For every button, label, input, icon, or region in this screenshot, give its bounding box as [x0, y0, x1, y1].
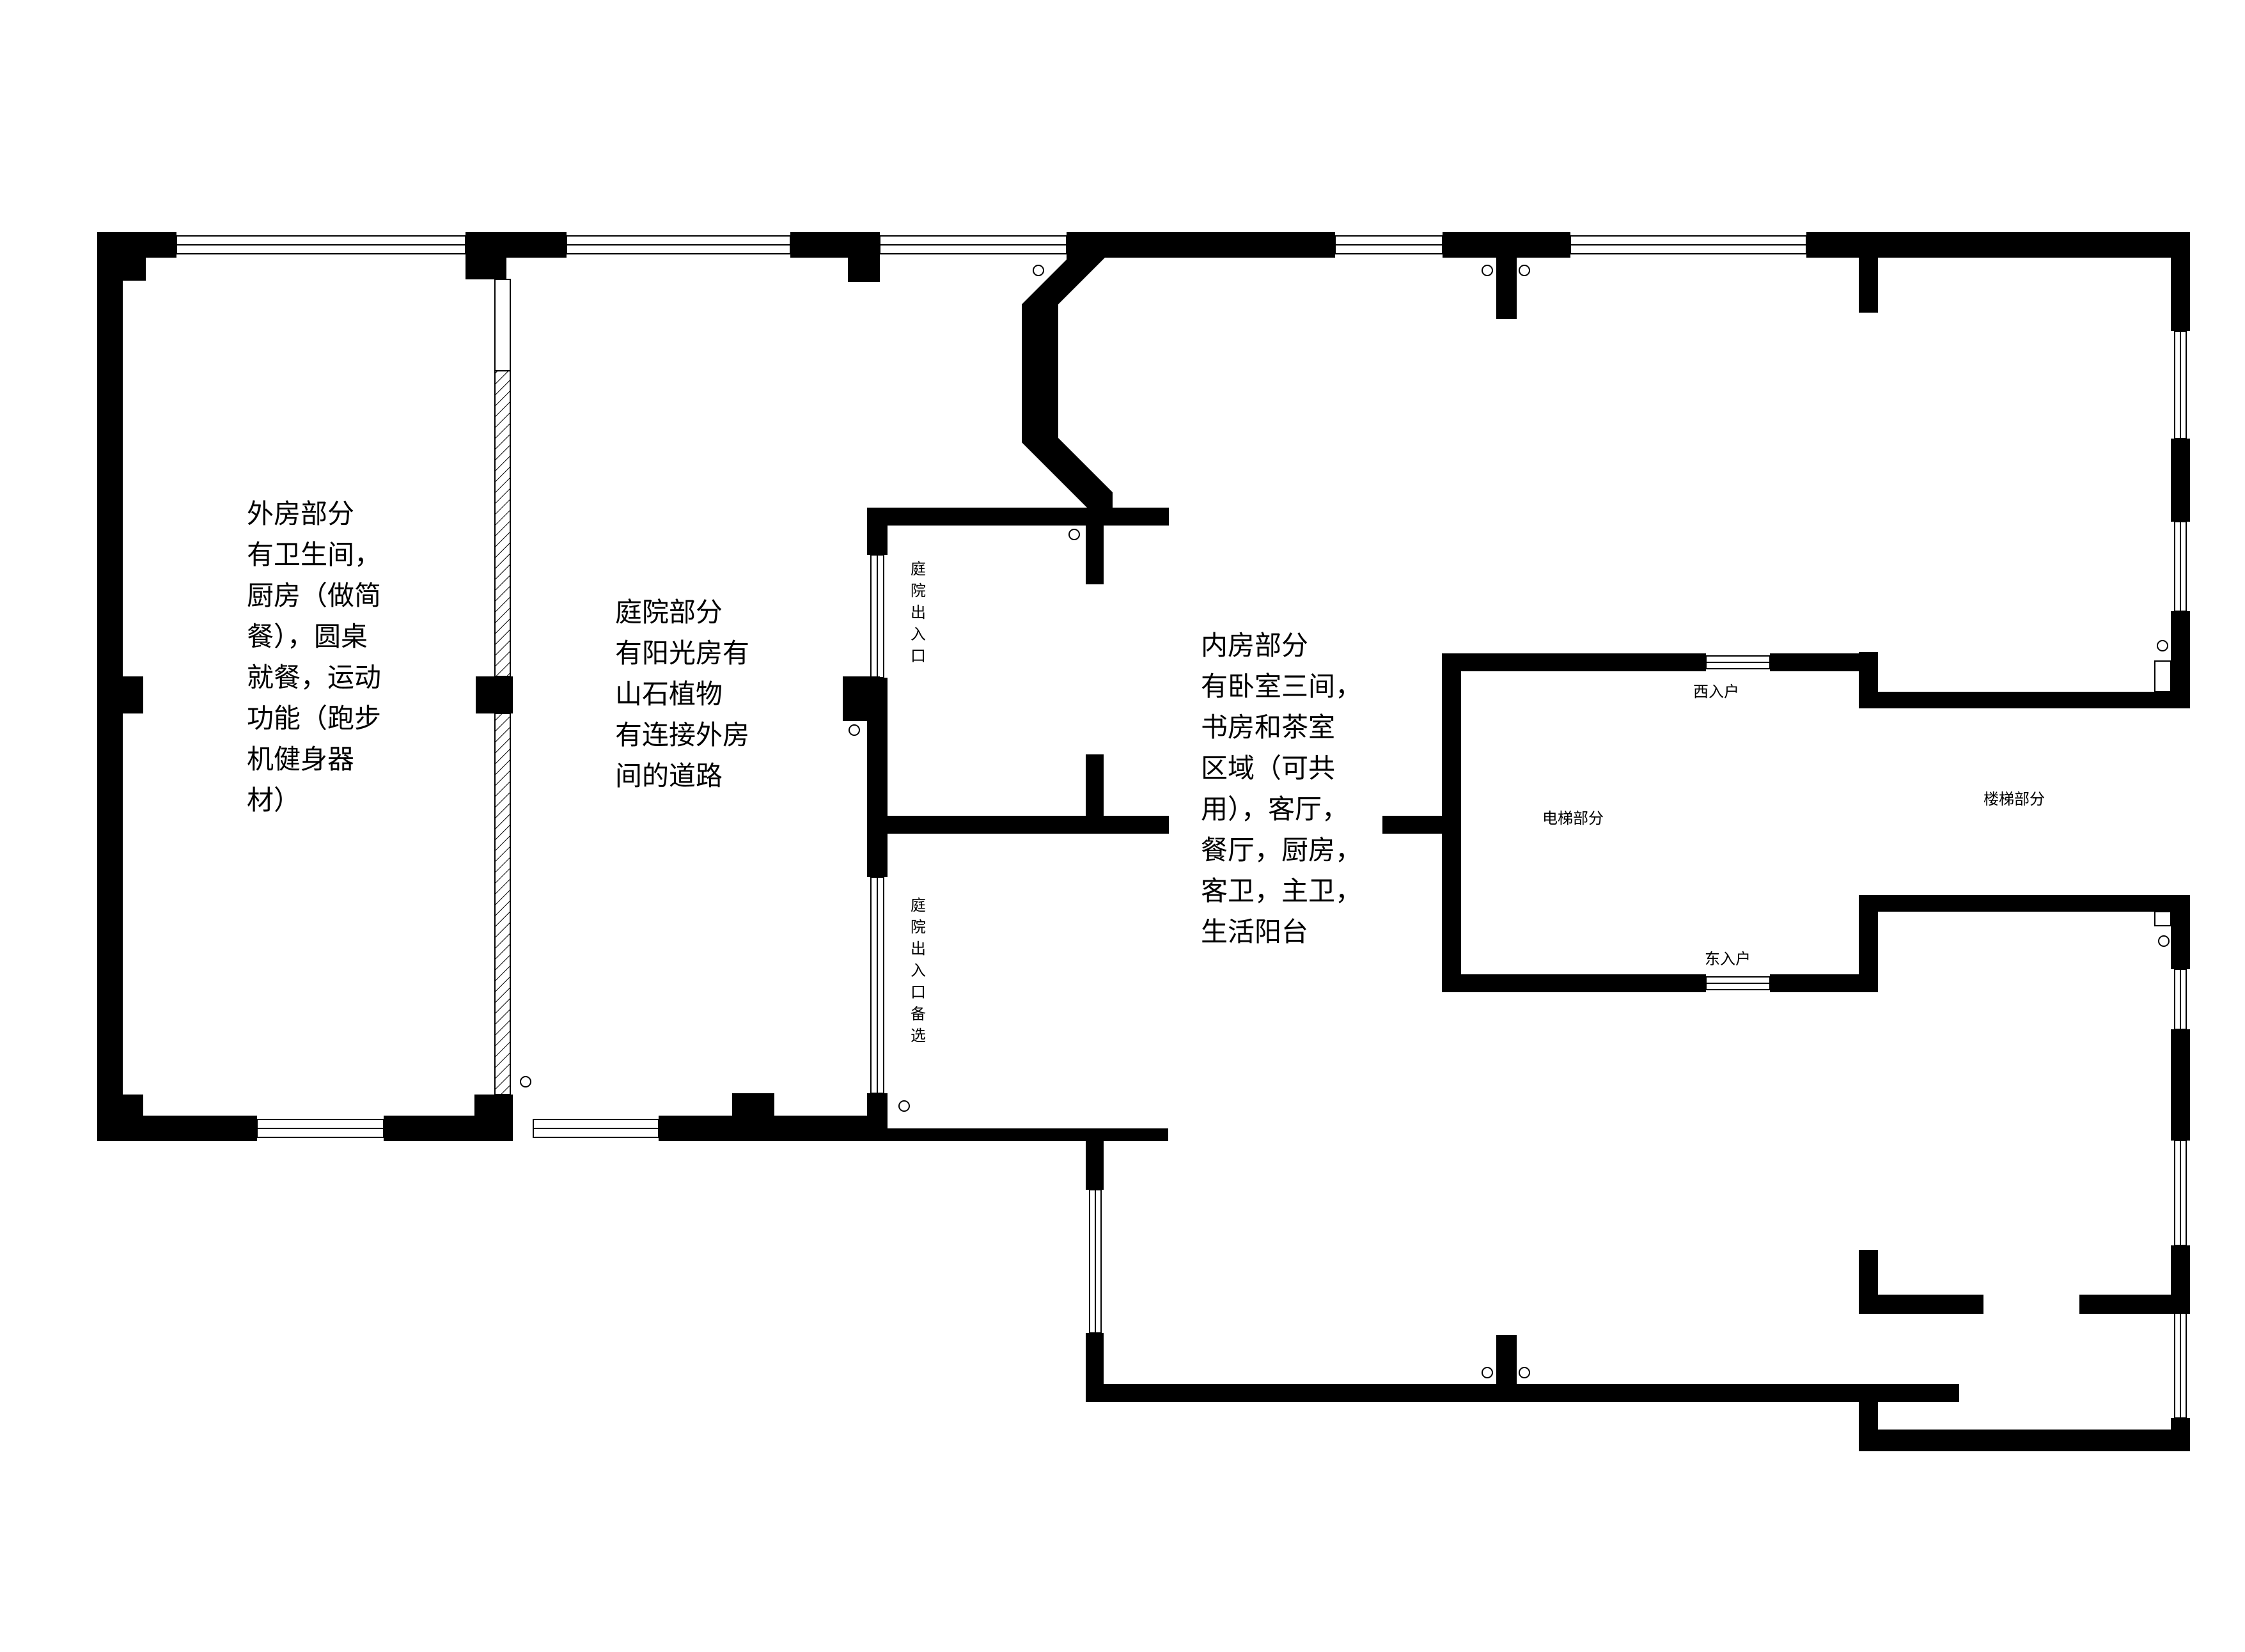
inner-house-windows — [1334, 235, 2187, 612]
column-marker — [1519, 265, 1530, 276]
east-entry-label: 东入户 — [1705, 950, 1751, 968]
corner-marker — [2154, 911, 2171, 926]
stairs-label: 楼梯部分 — [1983, 790, 2045, 808]
outer-house-windows — [176, 235, 466, 1138]
west-entry-label: 西入户 — [1693, 683, 1739, 701]
courtyard-entrance-label: 庭院出入口 — [911, 560, 926, 665]
column-marker — [1519, 1367, 1530, 1378]
column-marker — [898, 1100, 910, 1112]
outer-house-partition — [494, 279, 511, 1095]
column-marker — [849, 724, 860, 736]
column-marker — [1068, 529, 1080, 540]
outer-house-label: 外房部分 有卫生间， 厨房（做简 餐），圆桌 就餐，运动 功能（跑步 机健身器 … — [247, 498, 389, 816]
elevator-core-walls — [1382, 653, 2190, 992]
inner-house-label: 内房部分 有卧室三间， 书房和茶室 区域（可共 用），客厅， 餐厅，厨房， 客卫… — [1201, 630, 1370, 947]
elevator-label: 电梯部分 — [1542, 809, 1604, 827]
column-marker — [2157, 640, 2168, 651]
courtyard-entrance-alt-label: 庭院出入口备选 — [911, 896, 926, 1045]
column-marker — [2158, 935, 2170, 947]
elevator-core-windows — [1705, 655, 1771, 990]
column-marker — [1482, 1367, 1493, 1378]
courtyard-entrance-walls — [867, 508, 1169, 1141]
column-marker — [520, 1076, 531, 1087]
column-marker — [1033, 265, 1044, 276]
courtyard-label: 庭院部分 有阳光房有 山石植物 有连接外房 间的道路 — [615, 596, 758, 791]
courtyard-windows — [533, 235, 1067, 1138]
courtyard-walls — [659, 232, 1168, 1141]
lower-inner-windows — [1089, 969, 2187, 1419]
inner-house-walls — [1022, 232, 2190, 708]
lower-inner-walls — [1086, 912, 2190, 1451]
outer-house-walls — [97, 232, 567, 1141]
courtyard-entrance-windows — [870, 554, 884, 1094]
corner-marker — [2154, 660, 2171, 692]
column-marker — [1482, 265, 1493, 276]
